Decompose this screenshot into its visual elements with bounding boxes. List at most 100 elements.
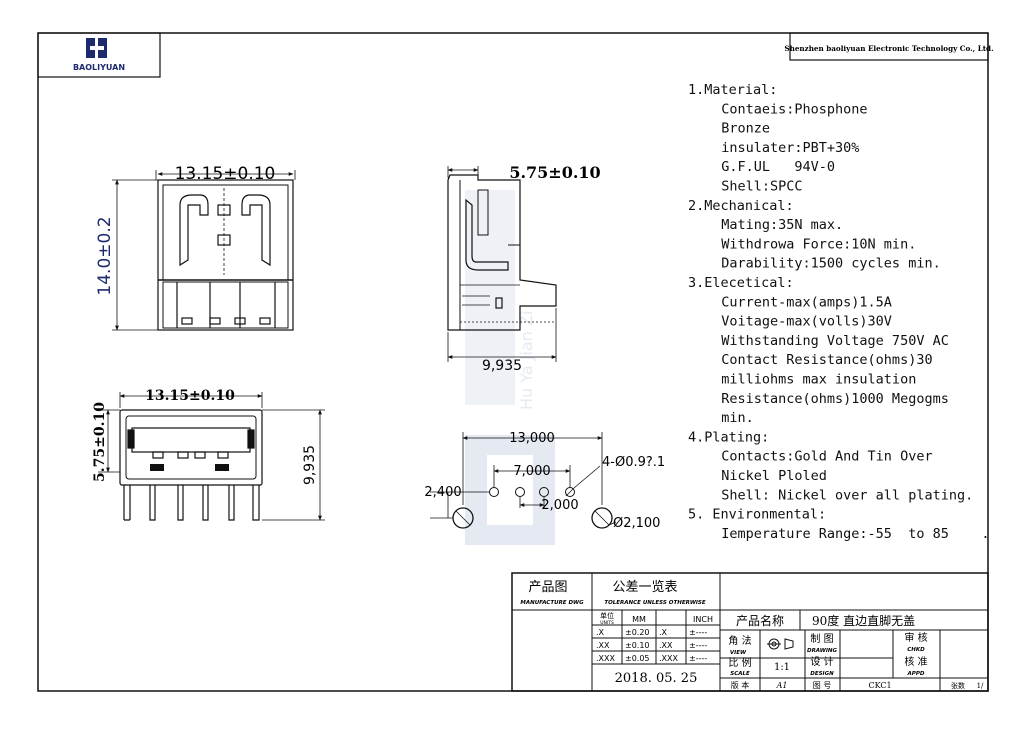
bottom-port	[131, 427, 251, 453]
bottom-depth-label: 5.75±0.10	[92, 402, 108, 482]
tolerance-cell: .XXX	[596, 654, 616, 663]
tolerance-cell: .XX	[596, 641, 610, 650]
tb-unit-en: UNITS	[600, 620, 614, 626]
spec-line: 5. Environmental:	[688, 507, 826, 523]
spec-line: Current-max(amps)1.5A	[705, 294, 892, 310]
fp-mount-leader	[608, 521, 617, 526]
front-spring-left	[179, 194, 209, 267]
bottom-width-label: 13.15±0.10	[145, 388, 235, 404]
bottom-leg-left	[123, 485, 131, 521]
side-length-label: 9,935	[482, 358, 522, 374]
spec-line: Resistance(ohms)1000 Megogms	[705, 391, 949, 407]
tb-version: A1	[776, 681, 788, 690]
tb-check-label: 审 核	[904, 631, 927, 644]
tolerance-cell: ±----	[689, 641, 707, 650]
projection-icon	[767, 638, 794, 650]
fp-total-label: 13,000	[509, 431, 555, 446]
front-pin-3	[234, 317, 246, 325]
tolerance-cell: ±0.10	[625, 641, 650, 650]
watermark-text: Hu Ya Jian Zi	[517, 311, 536, 410]
fp-hole-leader	[573, 465, 601, 489]
tb-drawing-no-label: 图 号	[813, 681, 832, 690]
spec-line: 4.Plating:	[688, 429, 769, 445]
tolerance-rows: .X±0.20.X±----.XX±0.10.XX±----.XXX±0.05.…	[596, 628, 707, 663]
tolerance-cell: ±0.20	[625, 628, 650, 637]
spec-line: milliohms max insulation	[705, 372, 916, 388]
tb-product-drawing: 产品图	[528, 580, 567, 595]
spec-line: Shell:SPCC	[705, 179, 803, 195]
tb-view-en: VIEW	[730, 650, 747, 656]
fp-pin-4	[565, 487, 575, 497]
logo-icon	[86, 38, 107, 58]
bottom-pin-d	[228, 485, 235, 521]
tolerance-cell: .X	[596, 628, 605, 637]
tb-approve-label: 核 准	[904, 655, 927, 668]
spec-line: Withdrowa Force:10N min.	[705, 236, 916, 252]
bottom-contact-1	[152, 451, 164, 459]
tb-product-name-label: 产品名称	[736, 613, 784, 628]
watermark-block-cut	[487, 455, 533, 525]
front-width-label: 13.15±0.10	[175, 164, 276, 184]
watermark: Hu Ya Jian Zi	[465, 190, 555, 545]
tolerance-cell: ±----	[689, 628, 707, 637]
fp-pin-2	[515, 487, 525, 497]
header: BAOLIYUAN Shenzhen baoliyuan Electronic …	[37, 32, 994, 78]
tb-mm: MM	[632, 615, 646, 624]
company-box	[789, 32, 989, 61]
watermark-bar	[465, 190, 515, 405]
tolerance-cell: .X	[659, 628, 668, 637]
tb-check-en: CHKD	[907, 647, 925, 653]
spec-line: Contact Resistance(ohms)30	[705, 352, 933, 368]
bottom-contact-2	[177, 451, 189, 459]
tb-inch: INCH	[693, 615, 713, 624]
spec-line: Nickel Ploled	[705, 468, 827, 484]
bottom-contact-3	[194, 451, 206, 459]
bottom-pin-b	[177, 485, 184, 521]
tolerance-cell: ±0.05	[625, 654, 650, 663]
spec-line: Withstanding Voltage 750V AC	[705, 333, 949, 349]
front-height-label: 14.0±0.2	[95, 216, 115, 295]
spec-line: 1.Material:	[688, 82, 777, 98]
spec-line: Bronze	[705, 121, 770, 137]
bottom-contact-4	[217, 451, 229, 459]
tb-version-label: 版 本	[731, 680, 750, 690]
tb-design-en: DESIGN	[810, 671, 834, 677]
tb-sheet: 1/	[977, 682, 984, 690]
title-block	[511, 572, 989, 692]
bottom-pin-c	[202, 485, 209, 521]
tb-design-label: 设 计	[810, 655, 833, 668]
front-pin-2	[209, 317, 221, 325]
footprint	[430, 432, 617, 529]
tb-tolerance-title: 公差一览表	[612, 579, 677, 595]
spec-line: Voitage-max(volls)30V	[705, 314, 892, 330]
bottom-view	[98, 392, 325, 521]
tb-scale: 1:1	[774, 662, 790, 673]
spec-line: insulater:PBT+30%	[705, 140, 859, 156]
tb-approve-en: APPD	[907, 671, 925, 677]
fp-pin-3	[539, 487, 549, 497]
spec-line: Mating:35N max.	[705, 217, 843, 233]
spec-line: min.	[705, 410, 754, 426]
tb-sheet-label: 张数	[951, 681, 965, 690]
spec-line: Shell: Nickel over all plating.	[705, 487, 973, 503]
tolerance-cell: .XXX	[659, 654, 679, 663]
spec-line: Contacts:Gold And Tin Over	[705, 449, 933, 465]
side-depth-label: 5.75±0.10	[509, 163, 600, 182]
tb-drawing-en: DRAWING	[807, 648, 837, 654]
spec-line: Contaeis:Phosphone	[705, 101, 868, 117]
fp-mount-label: Ø2,100	[613, 516, 660, 531]
tb-product-name: 90度 直边直脚无盖	[812, 613, 915, 628]
logo-box	[37, 32, 161, 78]
tb-tolerance-en: TOLERANCE UNLESS OTHERWISE	[604, 600, 706, 606]
front-pin-1	[181, 317, 193, 325]
front-pin-4	[259, 317, 271, 325]
spec-line: Darability:1500 cycles min.	[705, 256, 941, 272]
fp-hole-label: 4-Ø0.9?.1	[602, 455, 665, 470]
fp-inner-label: 2,000	[541, 498, 578, 513]
tb-drawing-label: 制 图	[810, 632, 833, 645]
bottom-pin-a	[149, 485, 156, 521]
side-view	[447, 166, 557, 362]
spec-line: 2.Mechanical:	[688, 198, 794, 214]
tb-drawing-no: CKC1	[868, 681, 891, 690]
